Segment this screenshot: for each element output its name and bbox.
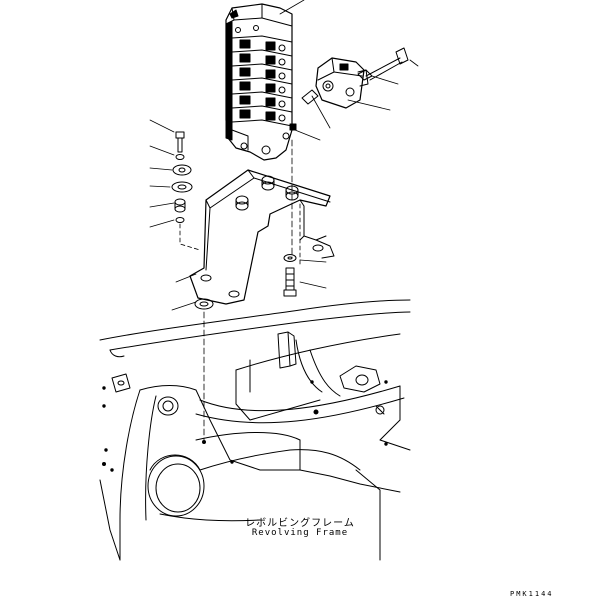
caption-japanese: レボルビングフレーム — [245, 518, 355, 529]
alignment-lines — [180, 140, 300, 440]
long-bolt — [366, 58, 400, 76]
lower-hardware — [195, 255, 326, 310]
control-valve-assembly — [226, 4, 296, 160]
side-valve-block — [302, 48, 408, 108]
leader-lines-left — [150, 120, 196, 310]
revolving-frame — [100, 300, 410, 560]
drawing-code: PMK1144 — [510, 590, 554, 598]
valve-sections — [232, 26, 292, 127]
leader-lines-right — [280, 0, 418, 140]
bolt-stack — [172, 132, 192, 223]
mounting-bracket — [190, 170, 334, 304]
caption-english: Revolving Frame — [251, 528, 349, 538]
